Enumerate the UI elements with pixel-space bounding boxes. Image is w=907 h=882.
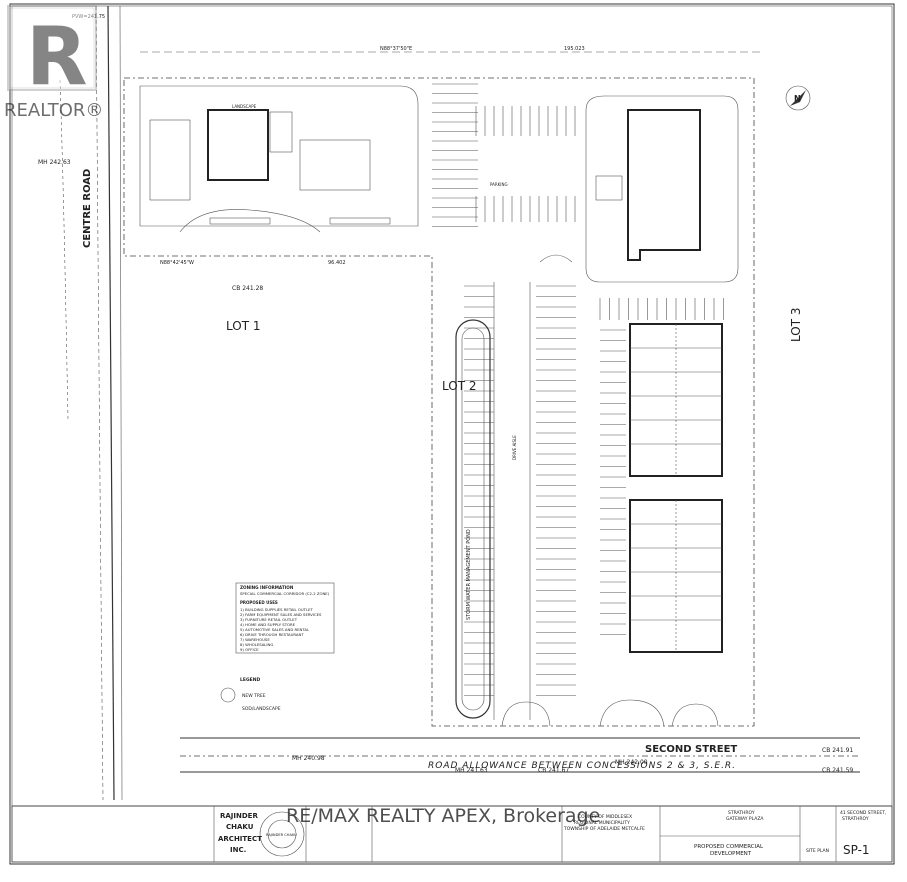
mid-bearing: N88°42'45"W — [160, 260, 194, 266]
north-arrow — [785, 85, 811, 111]
legend-title: LEGEND — [240, 677, 260, 683]
strip-building-north — [629, 323, 723, 477]
zoning-item: 9) OFFICE — [240, 647, 259, 652]
elev-mh-left: MH 242.63 — [38, 159, 71, 166]
brokerage-watermark: RE/MAX REALTY APEX, Brokerage — [286, 805, 600, 827]
retail-building — [585, 95, 739, 283]
parking-top — [432, 83, 576, 227]
drive-aisle — [493, 254, 573, 720]
lot3-label: LOT 3 — [789, 308, 803, 342]
second-street-label: SECOND STREET — [645, 744, 737, 755]
zoning-heading: PROPOSED USES — [240, 600, 278, 605]
address-line1: 41 SECOND STREET, — [840, 810, 886, 816]
project-title2: DEVELOPMENT — [710, 851, 752, 857]
landscape-label: LANDSCAPE — [232, 104, 257, 109]
zoning-item: 8) WHOLESALING — [240, 642, 273, 647]
zoning-item: 2) FARM EQUIPMENT SALES AND SERVICES — [240, 612, 322, 617]
storm-pond — [455, 319, 491, 719]
architect-seal — [259, 811, 305, 857]
architect-line4: INC. — [230, 846, 246, 854]
parking-east — [599, 298, 724, 635]
north-arrow-label: N — [794, 94, 801, 103]
realtor-brand: REALTOR® — [4, 100, 103, 121]
storm-pond-label: STORM WATER MANAGEMENT POND — [466, 529, 472, 620]
zoning-item: 1) BUILDING SUPPLIES RETAIL OUTLET — [240, 607, 313, 612]
county-line2: REGIONAL MUNICIPALITY — [574, 820, 630, 826]
architect-line1: RAJINDER — [220, 812, 258, 820]
county-line1: COUNTY OF MIDDLESEX — [578, 814, 632, 820]
legend-sod: SOD/LANDSCAPE — [242, 706, 281, 712]
parking-mid — [464, 285, 576, 696]
project-line2: GATEWAY PLAZA — [726, 816, 764, 822]
zoning-item: 4) HOME AND SUPPLY STORE — [240, 622, 296, 627]
restaurant-block — [139, 85, 419, 233]
north-distance: 195.023 — [564, 46, 585, 52]
project-title1: PROPOSED COMMERCIAL — [694, 844, 764, 850]
second-street — [180, 737, 860, 773]
sheet-border — [9, 3, 895, 865]
zoning-box — [235, 582, 335, 654]
strip-building-south — [629, 499, 723, 653]
architect-line2: CHAKU — [226, 823, 254, 831]
project-line1: STRATHROY — [728, 810, 755, 816]
centre-road-label: CENTRE ROAD — [82, 169, 93, 248]
elev-top-left: PVW=241.75 — [72, 14, 105, 20]
property-lines — [123, 51, 760, 727]
landscape-islands — [501, 699, 719, 727]
road-allowance-label: ROAD ALLOWANCE BETWEEN CONCESSIONS 2 & 3… — [428, 761, 736, 771]
centre-road — [59, 5, 123, 801]
lot1-label: LOT 1 — [226, 319, 260, 333]
inner-border — [11, 5, 893, 807]
elev-cb-mid: CB 241.28 — [232, 285, 263, 292]
realtor-logo — [7, 5, 97, 91]
elev-mh-bottom-left: MH 240.98 — [292, 755, 325, 762]
title-block — [11, 805, 893, 863]
zoning-item: 7) WAREHOUSE — [240, 637, 270, 642]
architect-line3: ARCHITECT — [218, 835, 262, 843]
new-tree-icon — [220, 687, 236, 703]
parking-label: PARKING — [490, 182, 508, 187]
sheet-number: SP-1 — [843, 843, 870, 857]
elev-mh-bottom-right: MH 242.00 — [615, 759, 648, 766]
elev-mh-bottom: MH 241.63 — [455, 767, 488, 774]
drive-aisle-label: DRIVE AISLE — [512, 435, 517, 460]
elev-cb-right2: CB 241.59 — [822, 767, 853, 774]
elev-cb-bottom: CB 241.67 — [538, 767, 569, 774]
zoning-item: 5) AUTOMOTIVE SALES AND RENTAL — [240, 627, 310, 632]
county-line3: TOWNSHIP OF ADELAIDE METCALFE — [563, 826, 645, 832]
zoning-item: 3) FURNITURE RETAIL OUTLET — [240, 617, 298, 622]
zoning-subtitle: SPECIAL COMMERCIAL CORRIDOR (C2-2 ZONE) — [240, 591, 330, 596]
north-bearing: N88°37'50"E — [380, 46, 412, 52]
sheet-name: SITE PLAN — [806, 848, 829, 854]
realtor-logo-letter: R — [26, 10, 88, 103]
zoning-item: 6) DRIVE THROUGH RESTAURANT — [240, 632, 304, 637]
mid-distance: 96.402 — [328, 260, 346, 266]
legend-new-tree: NEW TREE — [242, 693, 266, 699]
seal-text: RAJINDER CHAKU — [266, 833, 297, 837]
elev-cb-right1: CB 241.91 — [822, 747, 853, 754]
lot2-label: LOT 2 — [442, 379, 476, 393]
zoning-title: ZONING INFORMATION — [240, 585, 294, 590]
address-line2: STRATHROY — [842, 816, 869, 822]
